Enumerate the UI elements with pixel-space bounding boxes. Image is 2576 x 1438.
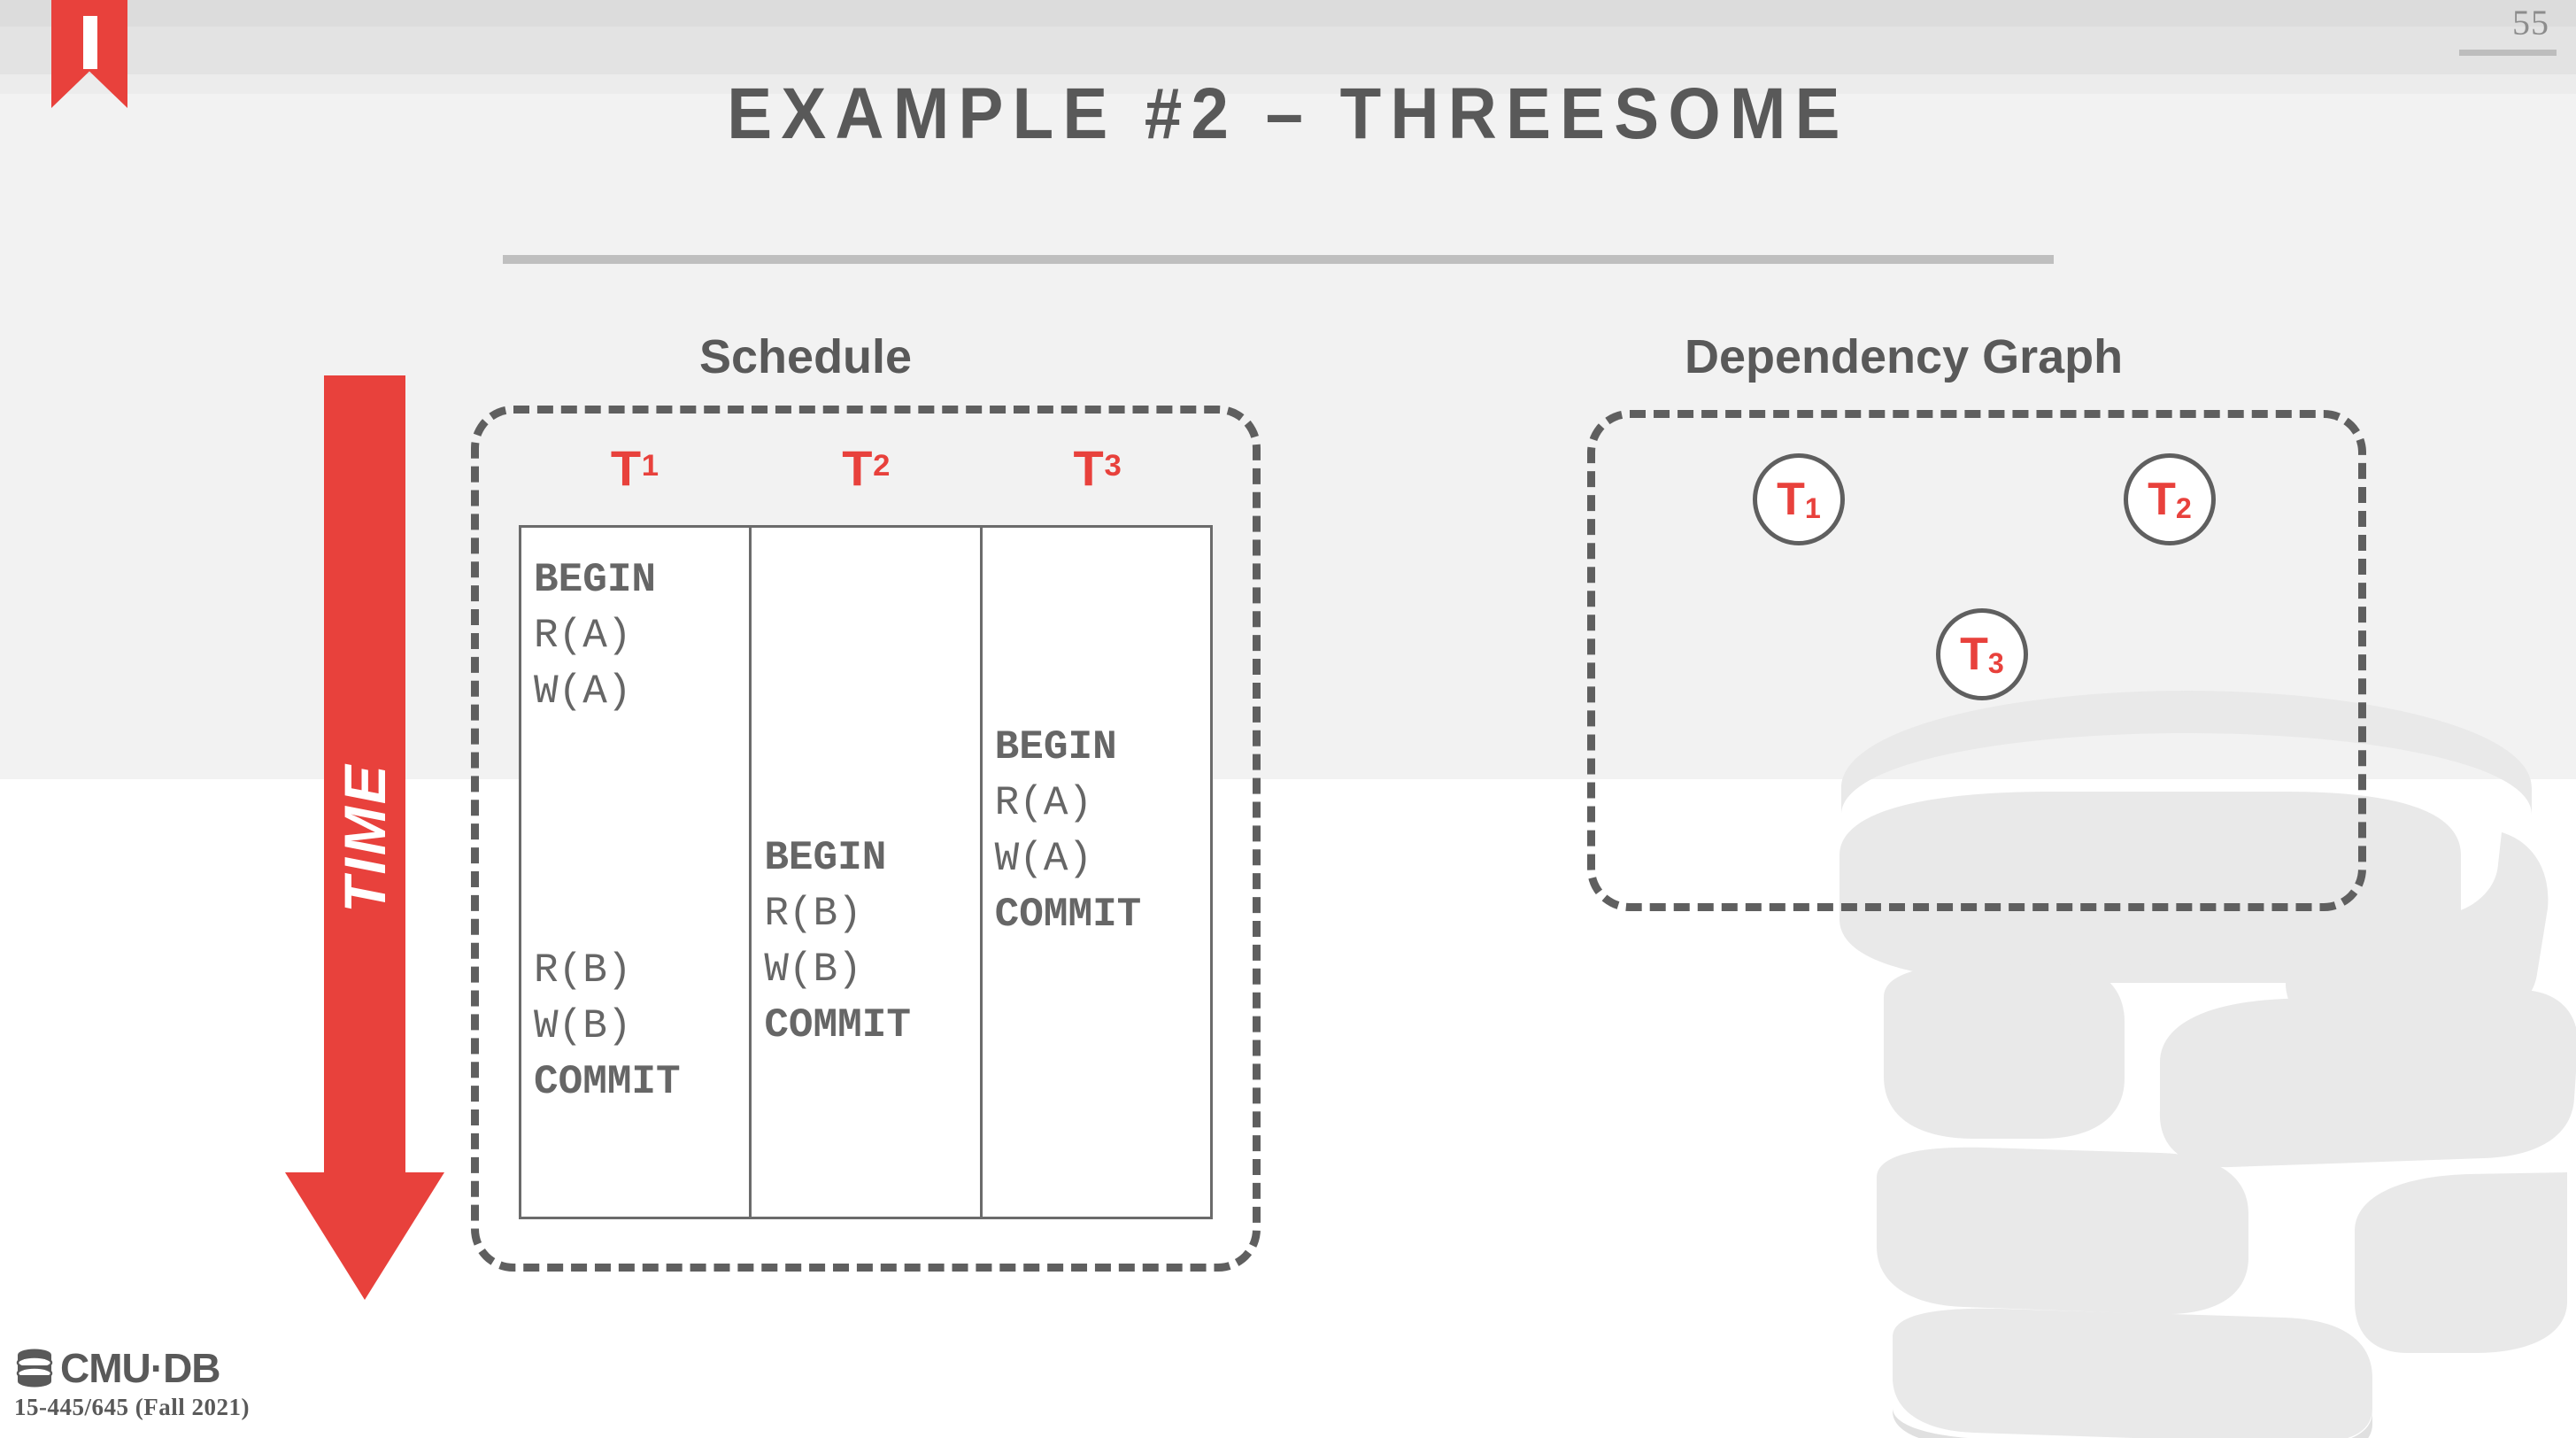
database-cylinder-icon [16, 1349, 53, 1388]
bookmark-ribbon-letter [83, 16, 97, 69]
txn-label-base: T [610, 440, 642, 496]
schedule-container [471, 406, 1261, 1272]
footer: CMU·DB 15-445/645 (Fall 2021) [14, 1348, 386, 1421]
schedule-op: W(A) [534, 669, 632, 715]
schedule-op: COMMIT [994, 892, 1142, 938]
cmudb-logo-text: CMU·DB [60, 1345, 221, 1391]
dependency-graph-heading: Dependency Graph [1685, 330, 2124, 383]
schedule-op: R(B) [534, 947, 632, 993]
header-band-top [0, 0, 2576, 27]
schedule-ops-block-t1-b: R(B) W(B) COMMIT [534, 943, 761, 1110]
txn-label-sub: 2 [873, 449, 891, 483]
schedule-op: W(B) [534, 1003, 632, 1049]
schedule-ops-block-t3-a: BEGIN R(A) W(A) COMMIT [995, 720, 1222, 943]
page-number: 55 [2512, 3, 2549, 43]
dependency-node-label: T [2148, 474, 2176, 525]
schedule-op: COMMIT [764, 1002, 911, 1048]
txn-label-base: T [842, 440, 873, 496]
schedule-ops-block-t1-a: BEGIN R(A) W(A) [534, 553, 761, 720]
title-divider [503, 255, 2054, 264]
schedule-op: BEGIN [994, 724, 1117, 770]
txn-label-sub: 3 [1104, 449, 1122, 483]
header-band-low [0, 74, 2576, 94]
header-band-mid [0, 27, 2576, 74]
schedule-column-t3: BEGIN R(A) W(A) COMMIT [979, 528, 1210, 1217]
schedule-column-t1: BEGIN R(A) W(A) R(B) W(B) COMMIT [521, 528, 749, 1217]
schedule-column-t2: BEGIN R(B) W(B) COMMIT [749, 528, 979, 1217]
dependency-node-label: T [1777, 474, 1805, 525]
schedule-op: BEGIN [534, 557, 657, 603]
page-title: EXAMPLE #2 – THREESOME [727, 73, 1849, 154]
schedule-table: BEGIN R(A) W(A) R(B) W(B) COMMIT BEGIN R(B) W(… [519, 525, 1213, 1219]
schedule-op: R(B) [764, 891, 862, 937]
schedule-op: W(A) [994, 836, 1093, 882]
dependency-node-subscript: 2 [2175, 491, 2192, 524]
page-number-rule [2459, 50, 2557, 56]
schedule-op: R(A) [534, 613, 632, 659]
schedule-op: R(A) [994, 780, 1093, 826]
txn-label-base: T [1073, 440, 1104, 496]
dependency-node-subscript: 1 [1804, 491, 1821, 524]
schedule-ops-block-t2-a: BEGIN R(B) W(B) COMMIT [764, 831, 991, 1054]
schedule-op: COMMIT [534, 1059, 681, 1105]
dependency-node-subscript: 3 [1987, 646, 2004, 679]
content-band-upper [0, 94, 2576, 779]
schedule-op: W(B) [764, 947, 862, 993]
dependency-node-label: T [1960, 629, 1988, 680]
txn-label-sub: 1 [641, 449, 659, 483]
schedule-heading: Schedule [699, 330, 913, 383]
course-label: 15-445/645 (Fall 2021) [14, 1394, 250, 1420]
schedule-op: BEGIN [764, 835, 887, 881]
time-arrow-icon [285, 375, 444, 1300]
cmudb-logo: CMU·DB [14, 1348, 386, 1388]
